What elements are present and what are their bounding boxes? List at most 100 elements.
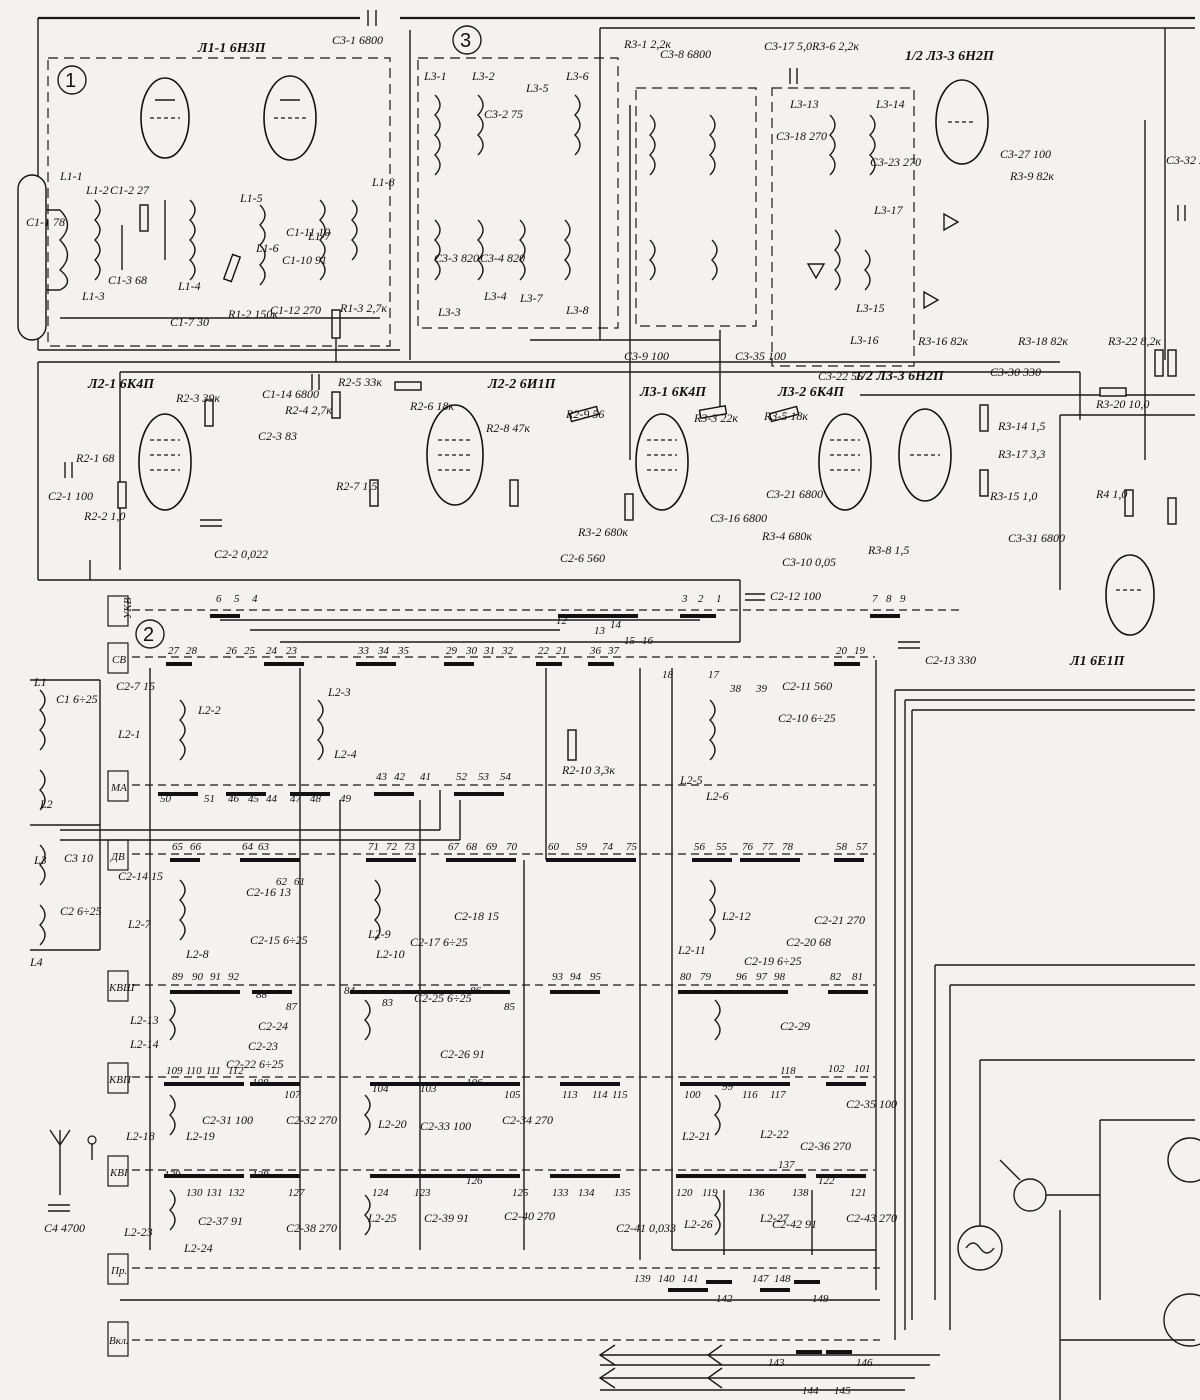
svg-text:L2-23: L2-23 — [123, 1225, 153, 1239]
svg-text:C1-7 30: C1-7 30 — [170, 315, 209, 329]
svg-text:L2-18: L2-18 — [125, 1129, 155, 1143]
svg-text:L2-4: L2-4 — [333, 747, 357, 761]
svg-text:R1-2 150к: R1-2 150к — [227, 307, 278, 321]
svg-text:L1-2: L1-2 — [85, 183, 109, 197]
svg-text:R4 1,0: R4 1,0 — [1095, 487, 1127, 501]
svg-text:C3-8 6800: C3-8 6800 — [660, 47, 711, 61]
svg-text:C3-9 100: C3-9 100 — [624, 349, 669, 363]
svg-text:R2-8 47к: R2-8 47к — [485, 421, 530, 435]
svg-text:141: 141 — [682, 1273, 699, 1285]
svg-text:125: 125 — [512, 1187, 529, 1199]
svg-text:C3-16 6800: C3-16 6800 — [710, 511, 767, 525]
svg-text:1: 1 — [716, 593, 722, 605]
svg-text:L2-11: L2-11 — [677, 943, 706, 957]
svg-text:98: 98 — [774, 971, 786, 983]
svg-text:59: 59 — [576, 841, 588, 853]
svg-text:14: 14 — [610, 619, 622, 631]
svg-text:L2-12: L2-12 — [721, 909, 751, 923]
svg-text:C2-23: C2-23 — [248, 1039, 278, 1053]
svg-text:C2-41 0,033: C2-41 0,033 — [616, 1221, 676, 1235]
svg-text:7: 7 — [872, 593, 878, 605]
svg-text:30: 30 — [465, 645, 478, 657]
block-3-detector-outline — [771, 87, 915, 367]
svg-text:L1-6: L1-6 — [255, 241, 279, 255]
band-ma: МА — [110, 782, 127, 794]
svg-text:L2-7: L2-7 — [127, 917, 152, 931]
svg-text:L2-5: L2-5 — [679, 773, 703, 787]
svg-text:107: 107 — [284, 1089, 301, 1101]
svg-text:R1-3 2,7к: R1-3 2,7к — [339, 301, 387, 315]
tube-l3-3-upper — [935, 79, 989, 165]
svg-text:47: 47 — [290, 793, 302, 805]
svg-text:R3-6 2,2к: R3-6 2,2к — [811, 39, 859, 53]
svg-text:R3-14 1,5: R3-14 1,5 — [997, 419, 1045, 433]
svg-text:20: 20 — [836, 645, 848, 657]
svg-text:R3-4 680к: R3-4 680к — [761, 529, 812, 543]
tube-label-l3-3-lower: 1/2 Л3-3 6Н2П — [855, 369, 945, 384]
svg-text:C3-30 330: C3-30 330 — [990, 365, 1041, 379]
svg-text:C2-16 13: C2-16 13 — [246, 885, 291, 899]
svg-text:C3-4 820: C3-4 820 — [480, 251, 525, 265]
svg-text:C1-3 68: C1-3 68 — [108, 273, 147, 287]
tube-l3-2 — [818, 413, 872, 511]
svg-text:41: 41 — [420, 771, 431, 783]
svg-text:C3-31 6800: C3-31 6800 — [1008, 531, 1065, 545]
svg-text:2: 2 — [143, 624, 154, 646]
svg-text:L1-1: L1-1 — [59, 169, 83, 183]
svg-text:C2-31 100: C2-31 100 — [202, 1113, 253, 1127]
svg-text:50: 50 — [160, 793, 172, 805]
svg-text:12: 12 — [556, 615, 568, 627]
svg-text:L2-2: L2-2 — [197, 703, 221, 717]
svg-text:C3-32 20,0: C3-32 20,0 — [1166, 153, 1200, 167]
svg-text:C2-12 100: C2-12 100 — [770, 589, 821, 603]
svg-text:115: 115 — [612, 1089, 628, 1101]
band-sv: СВ — [112, 654, 126, 666]
svg-text:L3-4: L3-4 — [483, 289, 507, 303]
svg-text:C2-10 6÷25: C2-10 6÷25 — [778, 711, 836, 725]
svg-text:37: 37 — [607, 645, 620, 657]
svg-text:91: 91 — [210, 971, 221, 983]
svg-text:L3-3: L3-3 — [437, 305, 461, 319]
svg-text:88: 88 — [256, 989, 268, 1001]
svg-text:71: 71 — [368, 841, 379, 853]
band-kv1: КВI — [109, 1167, 129, 1179]
svg-text:60: 60 — [548, 841, 560, 853]
svg-text:77: 77 — [762, 841, 774, 853]
svg-text:C2-2 0,022: C2-2 0,022 — [214, 547, 268, 561]
svg-text:63: 63 — [258, 841, 270, 853]
svg-text:3: 3 — [460, 30, 471, 52]
svg-text:L3-13: L3-13 — [789, 97, 819, 111]
svg-text:C1-14 6800: C1-14 6800 — [262, 387, 319, 401]
svg-text:3: 3 — [681, 593, 688, 605]
svg-text:L3-8: L3-8 — [565, 303, 589, 317]
svg-text:C2-21 270: C2-21 270 — [814, 913, 865, 927]
svg-text:R3-9 82к: R3-9 82к — [1009, 169, 1054, 183]
svg-text:C3-22 56: C3-22 56 — [818, 369, 863, 383]
svg-text:8: 8 — [886, 593, 892, 605]
svg-text:102: 102 — [828, 1063, 845, 1075]
svg-text:143: 143 — [768, 1357, 785, 1369]
svg-text:116: 116 — [742, 1089, 758, 1101]
svg-text:L1-8: L1-8 — [371, 175, 395, 189]
svg-text:145: 145 — [834, 1385, 851, 1397]
svg-text:C3-27 100: C3-27 100 — [1000, 147, 1051, 161]
svg-text:R3-15 1,0: R3-15 1,0 — [989, 489, 1037, 503]
svg-text:C2-38 270: C2-38 270 — [286, 1221, 337, 1235]
svg-text:L2-6: L2-6 — [705, 789, 729, 803]
svg-text:54: 54 — [500, 771, 512, 783]
svg-text:C2-7 15: C2-7 15 — [116, 679, 155, 693]
svg-text:C2-34 270: C2-34 270 — [502, 1113, 553, 1127]
block-number-3: 3 — [452, 25, 482, 55]
band-kvp: КВП — [108, 1074, 132, 1086]
svg-text:L2-27: L2-27 — [759, 1211, 790, 1225]
svg-text:19: 19 — [854, 645, 866, 657]
svg-text:R2-3 39к: R2-3 39к — [175, 391, 220, 405]
svg-text:C2-36 270: C2-36 270 — [800, 1139, 851, 1153]
svg-text:C1-11 10: C1-11 10 — [286, 225, 330, 239]
svg-text:L2-25: L2-25 — [367, 1211, 397, 1225]
svg-text:136: 136 — [748, 1187, 765, 1199]
svg-text:R2-6 18к: R2-6 18к — [409, 399, 454, 413]
svg-text:R3-1 2,2к: R3-1 2,2к — [623, 37, 671, 51]
svg-text:L2-9: L2-9 — [367, 927, 391, 941]
svg-text:L2-19: L2-19 — [185, 1129, 215, 1143]
